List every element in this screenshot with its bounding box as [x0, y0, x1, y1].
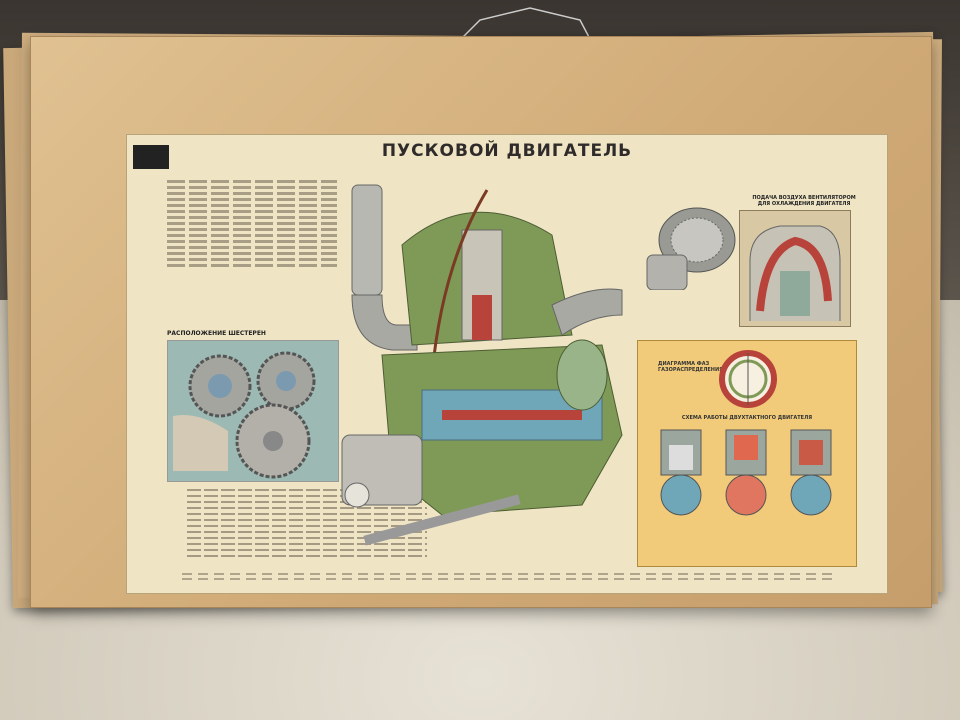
- tractor-logo: [133, 145, 169, 169]
- parts-legend: [187, 485, 427, 585]
- phase-diagram-title: ДИАГРАММА ФАЗ ГАЗОРАСПРЕДЕЛЕНИЯ: [658, 361, 723, 373]
- phase-cycle-panel: ДИАГРАММА ФАЗ ГАЗОРАСПРЕДЕЛЕНИЯ СХЕМА РА…: [637, 340, 857, 567]
- poster-sheet: ПУСКОВОЙ ДВИГАТЕЛЬ РАСПОЛОЖЕНИЕ ШЕСТЕРЕН: [126, 134, 888, 594]
- gears-diagram: [167, 340, 339, 482]
- spec-block: [167, 177, 337, 327]
- air-cleaner-illustration: [646, 207, 736, 290]
- gears-drawing: [168, 341, 338, 481]
- gears-title: РАСПОЛОЖЕНИЕ ШЕСТЕРЕН: [167, 330, 266, 337]
- air-flow-title: ПОДАЧА ВОЗДУХА ВЕНТИЛЯТОРОМ ДЛЯ ОХЛАЖДЕН…: [752, 195, 856, 207]
- cycle-diagram-title: СХЕМА РАБОТЫ ДВУХТАКТНОГО ДВИГАТЕЛЯ: [681, 415, 813, 421]
- engine-cutaway-illustration: [341, 184, 623, 546]
- poster-footer: [182, 570, 832, 584]
- air-flow-drawing: [740, 211, 850, 326]
- poster-title: ПУСКОВОЙ ДВИГАТЕЛЬ: [381, 141, 633, 161]
- cycle-diagrams: [660, 429, 832, 516]
- phase-diagram: [719, 350, 777, 408]
- poster-board: ПУСКОВОЙ ДВИГАТЕЛЬ РАСПОЛОЖЕНИЕ ШЕСТЕРЕН: [30, 36, 932, 608]
- air-flow-diagram: [739, 210, 851, 327]
